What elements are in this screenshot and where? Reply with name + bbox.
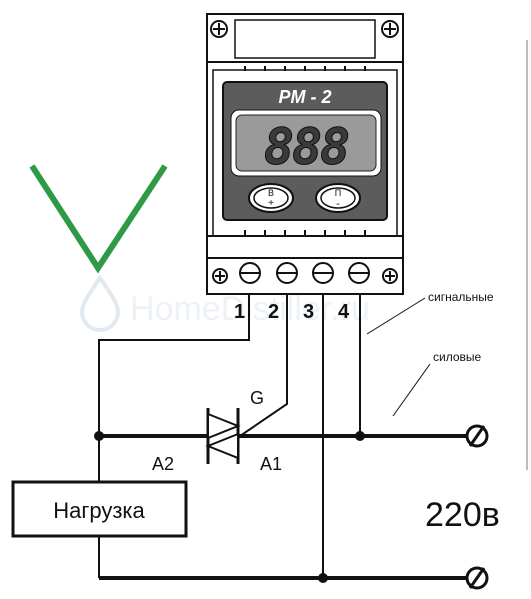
junction-dot (94, 431, 104, 441)
terminal-number-3: 3 (303, 301, 314, 323)
terminal-screw-icon (382, 268, 398, 284)
anode2-label: A2 (152, 454, 174, 474)
device-bottom-rail (206, 235, 404, 259)
anode1-label: A1 (260, 454, 282, 474)
screw-icon (381, 20, 399, 38)
button-down-sign: - (336, 198, 340, 210)
droplet-icon (79, 274, 121, 332)
neutral-terminal-icon (465, 566, 489, 590)
device-top-rail-inner (234, 19, 376, 59)
terminal-2[interactable] (276, 262, 298, 284)
button-down[interactable]: П - (315, 183, 361, 213)
screw-icon (210, 20, 228, 38)
wire-terminal-2 (239, 294, 288, 437)
signal-wires-label: сигнальные (428, 290, 494, 304)
relay-device: РМ - 2 888 В + П - (206, 13, 404, 295)
load-box (11, 480, 188, 538)
voltage-label: 220в (425, 496, 500, 534)
terminal-number-4: 4 (338, 301, 350, 323)
triac-symbol (205, 408, 241, 464)
line-terminal-icon (465, 424, 489, 448)
display-digits: 888 (264, 118, 348, 176)
terminal-screw-icon (212, 268, 228, 284)
button-up[interactable]: В + (248, 183, 294, 213)
terminal-number-2: 2 (268, 301, 279, 323)
terminal-number-1: 1 (234, 301, 245, 323)
terminal-4[interactable] (348, 262, 370, 284)
display-screen (235, 114, 377, 172)
button-down-letter: П (335, 188, 341, 198)
signal-callout-line (366, 297, 426, 335)
wire-terminal-1 (98, 294, 250, 436)
button-up-sign: + (268, 198, 274, 209)
device-model-label: РМ - 2 (278, 87, 331, 107)
load-label: Нагрузка (53, 498, 145, 523)
wires (98, 294, 468, 580)
checkmark-icon (29, 164, 168, 274)
power-wires-label: силовые (433, 350, 482, 364)
junction-dot (318, 573, 328, 583)
gate-label: G (250, 388, 264, 408)
terminal-1[interactable] (239, 262, 261, 284)
power-callout-line (392, 363, 431, 417)
junction-dot (355, 431, 365, 441)
terminal-3[interactable] (312, 262, 334, 284)
terminal-block (206, 257, 404, 295)
button-up-letter: В (268, 188, 274, 198)
